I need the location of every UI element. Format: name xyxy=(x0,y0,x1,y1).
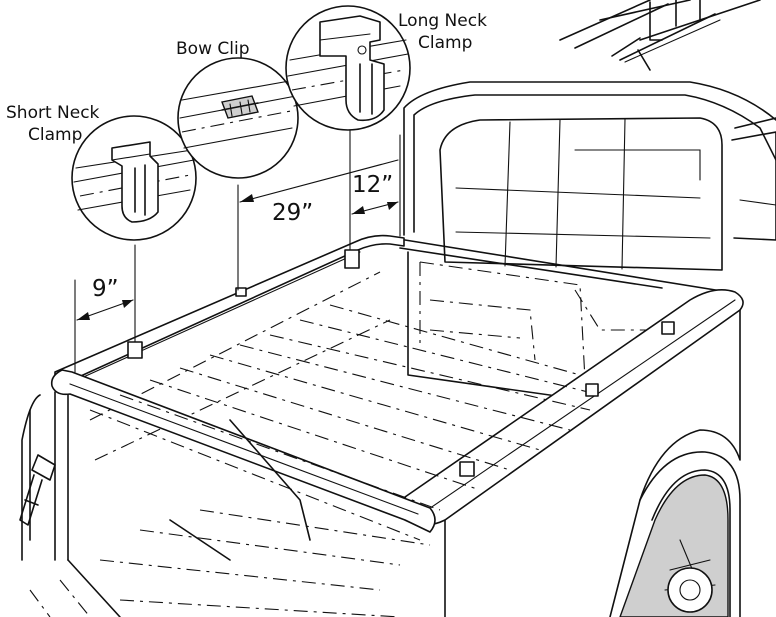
near-clamp-marker xyxy=(459,461,475,477)
short-neck-clamp-detail xyxy=(71,115,197,241)
short-neck-clamp-label-line2: Clamp xyxy=(28,125,82,145)
short-neck-clamp-marker xyxy=(127,341,143,359)
truck-cab xyxy=(403,81,776,271)
long-neck-clamp-marker xyxy=(344,249,360,269)
rear-wheel xyxy=(619,451,741,617)
bed-floor xyxy=(29,304,601,617)
bow-clip-detail xyxy=(177,57,299,179)
dimension-12-label: 12” xyxy=(352,172,393,198)
long-neck-clamp-detail xyxy=(285,5,411,131)
bow-fragment xyxy=(559,0,761,71)
near-clamp-marker-3 xyxy=(661,321,675,335)
dimension-29-label: 29” xyxy=(272,200,313,226)
long-neck-clamp-label-line2: Clamp xyxy=(418,33,472,53)
bow-clip-label: Bow Clip xyxy=(176,39,249,59)
dimension-9-label: 9” xyxy=(92,276,119,302)
bow-clip-marker xyxy=(235,287,247,297)
near-clamp-marker-2 xyxy=(585,383,599,397)
tailgate-crossbar xyxy=(19,369,436,561)
long-neck-clamp-label-line1: Long Neck xyxy=(398,11,487,31)
rail-clamps xyxy=(127,249,675,477)
short-neck-clamp-label-line1: Short Neck xyxy=(6,103,100,123)
